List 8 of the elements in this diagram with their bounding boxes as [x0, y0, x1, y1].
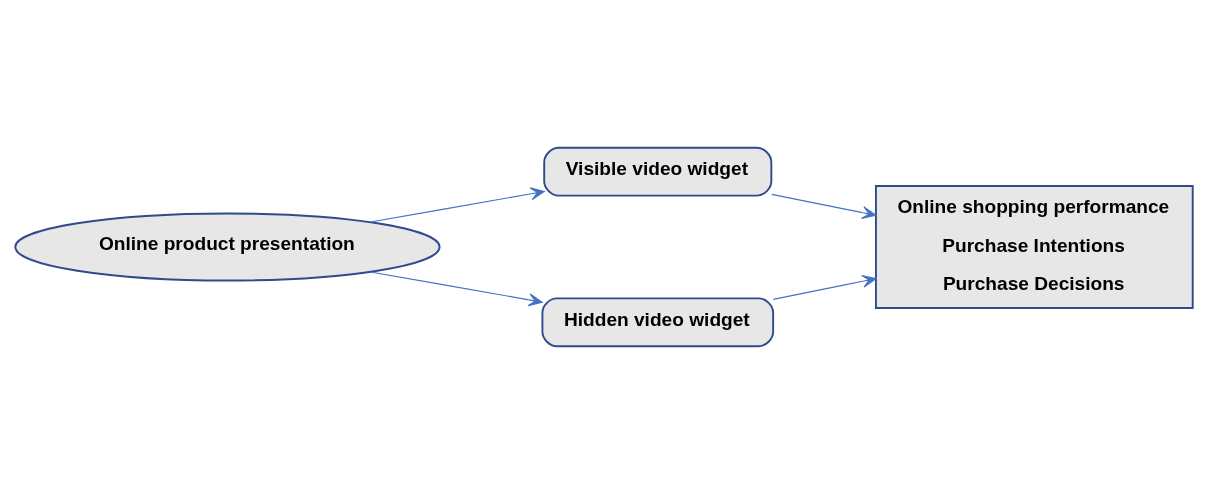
arrow: [369, 270, 543, 306]
node-box: Visible video widget: [543, 146, 773, 197]
arrow: [771, 193, 877, 219]
arrow: [369, 186, 545, 223]
arrow: [772, 274, 877, 300]
node-box: Online shopping performance Purchase Intentions Purchase Decisions: [875, 184, 1194, 309]
node-ellipse: Online product presentation: [14, 212, 441, 281]
node-box: Hidden video widget: [541, 296, 775, 347]
